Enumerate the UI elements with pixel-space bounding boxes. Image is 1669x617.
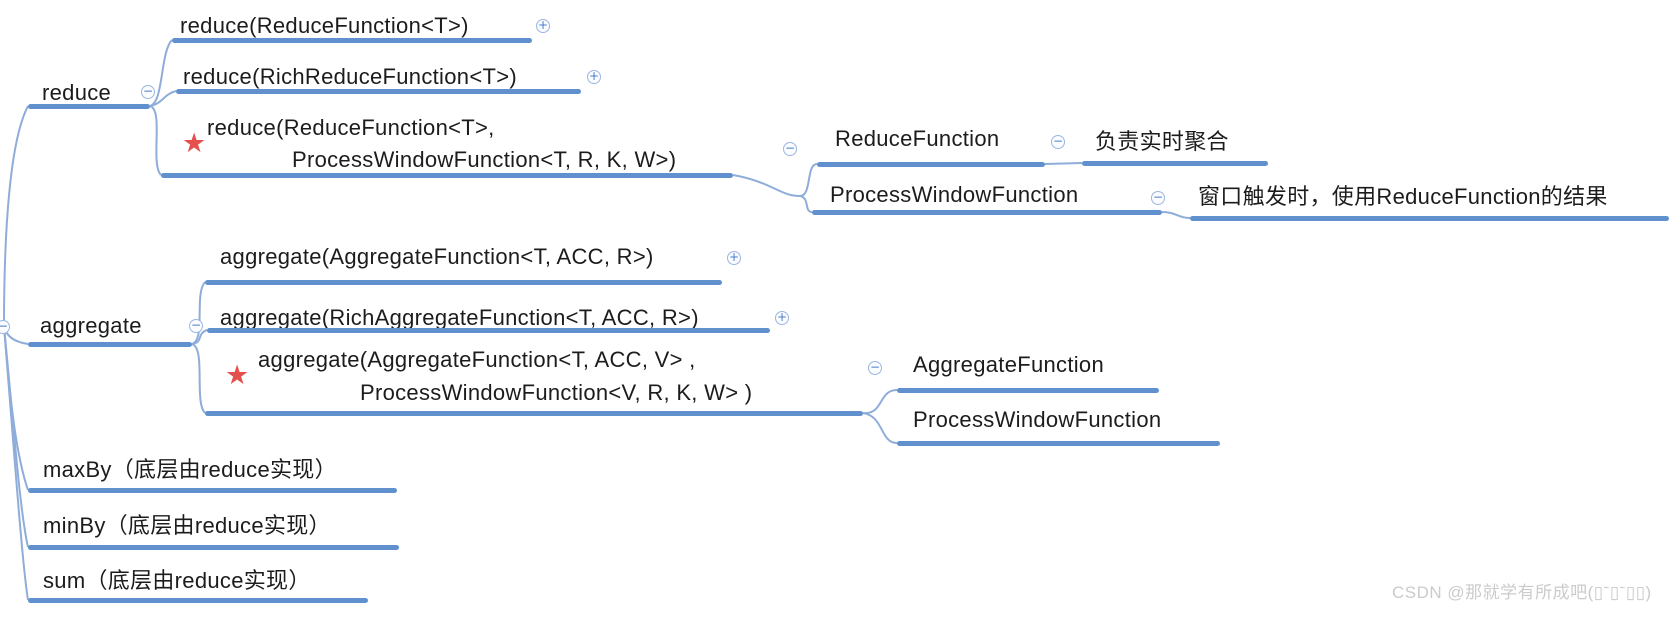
collapse-icon-reduce[interactable]: − [141, 84, 155, 99]
connector-reduce-to-c3 [149, 105, 162, 176]
branch-underline-minby [28, 545, 399, 550]
connector-aggregate-c3-to-gc2 [862, 412, 898, 444]
connector-gc2-to-note [1161, 211, 1191, 219]
collapse-icon-aggregate[interactable]: − [189, 318, 203, 333]
connector-reduce-to-c2 [149, 90, 177, 107]
collapse-icon-aggregate-c3[interactable]: − [868, 360, 882, 375]
node-reduce-reducefunction[interactable]: reduce(ReduceFunction<T>) [180, 13, 469, 38]
branch-underline-reduce-c3 [161, 173, 733, 178]
connector-aggregate-to-c2 [191, 329, 208, 345]
branch-underline-aggregate-c1 [205, 280, 722, 285]
collapse-icon-gc1[interactable]: − [1051, 134, 1065, 149]
branch-underline-agg-gc2 [897, 441, 1220, 446]
note-processwindowfunction-role[interactable]: 窗口触发时，使用ReduceFunction的结果 [1198, 184, 1608, 209]
branch-underline-gc1-note [1082, 161, 1268, 166]
node-aggregate-process-line2[interactable]: ProcessWindowFunction<V, R, K, W> ) [360, 380, 753, 405]
node-reduce-richreducefunction[interactable]: reduce(RichReduceFunction<T>) [183, 64, 517, 89]
node-minby[interactable]: minBy（底层由reduce实现） [43, 513, 331, 538]
connector-reduce-c3-to-gc2 [799, 195, 813, 213]
star-marker-icon: ★ [225, 360, 250, 390]
node-sum[interactable]: sum（底层由reduce实现） [43, 568, 311, 593]
expand-icon-reduce-c2[interactable]: + [587, 69, 601, 84]
branch-underline-reduce [28, 104, 150, 109]
node-reduce-process-line1[interactable]: reduce(ReduceFunction<T>, [207, 115, 495, 140]
collapse-icon-gc2[interactable]: − [1151, 190, 1165, 205]
branch-underline-aggregate-c3 [205, 411, 863, 416]
node-reduce[interactable]: reduce [42, 80, 112, 105]
connector-reduce-to-c1 [149, 39, 173, 107]
connector-aggregate-to-c1 [191, 281, 206, 345]
connector-gc1-to-note [1044, 162, 1083, 165]
expand-icon-aggregate-c2[interactable]: + [775, 310, 789, 325]
collapse-icon-reduce-c3[interactable]: − [783, 141, 797, 156]
connector-root-to-reduce [3, 105, 29, 327]
node-aggregate-richaggregatefunction[interactable]: aggregate(RichAggregateFunction<T, ACC, … [220, 305, 699, 330]
branch-underline-reduce-c2 [176, 89, 581, 94]
node-aggregate[interactable]: aggregate [40, 313, 142, 338]
node-aggregatefunction-role[interactable]: AggregateFunction [913, 352, 1105, 377]
branch-underline-maxby [28, 488, 397, 493]
branch-underline-aggregate [28, 342, 192, 347]
node-reducefunction-role[interactable]: ReduceFunction [835, 126, 1000, 151]
connector-aggregate-to-c3 [191, 343, 206, 414]
branch-underline-gc2-note [1190, 216, 1669, 221]
node-maxby[interactable]: maxBy（底层由reduce实现） [43, 457, 337, 482]
connector-aggregate-c3-to-gc1 [862, 389, 898, 415]
branch-underline-gc1 [817, 162, 1045, 167]
branch-underline-gc2 [812, 210, 1162, 215]
node-aggregate-aggregatefunction[interactable]: aggregate(AggregateFunction<T, ACC, R>) [220, 244, 654, 269]
node-aggregate-process-line1[interactable]: aggregate(AggregateFunction<T, ACC, V> , [258, 347, 696, 372]
node-processwindowfunction-role[interactable]: ProcessWindowFunction [830, 182, 1079, 207]
branch-underline-aggregate-c2 [207, 328, 770, 333]
branch-underline-reduce-c1 [172, 38, 532, 43]
connector-root-to-sum [3, 325, 29, 601]
watermark: CSDN @那就学有所成吧(▯ˉ▯ˉ▯▯) [1392, 583, 1652, 602]
branch-underline-sum [28, 598, 368, 603]
star-marker-icon: ★ [182, 128, 207, 158]
connector-reduce-c3-hub [732, 174, 801, 197]
collapse-icon-root[interactable]: − [0, 320, 10, 334]
note-reducefunction-role[interactable]: 负责实时聚合 [1095, 129, 1229, 154]
node-agg-processwindowfunction-role[interactable]: ProcessWindowFunction [913, 407, 1162, 432]
branch-underline-agg-gc1 [897, 388, 1159, 393]
connector-reduce-c3-to-gc1 [799, 163, 818, 197]
node-reduce-process-line2[interactable]: ProcessWindowFunction<T, R, K, W>) [292, 147, 677, 172]
expand-icon-aggregate-c1[interactable]: + [727, 250, 741, 265]
expand-icon-reduce-c1[interactable]: + [536, 18, 550, 33]
